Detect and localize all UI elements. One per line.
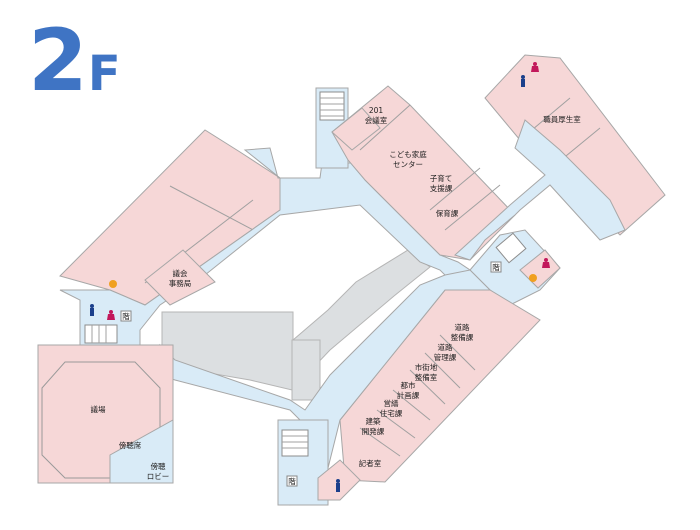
label-road-dev-2: 整備課 <box>451 332 474 342</box>
bottom-stairs <box>281 429 309 457</box>
lower-corridor <box>159 269 492 506</box>
label-conf-201-2: 会議室 <box>365 115 388 125</box>
stair-sign-icon: 階 <box>120 310 132 322</box>
label-council-office-2: 事務局 <box>169 278 192 288</box>
label-kosodate-1: 子育て <box>430 173 453 183</box>
stair-sign-icon-bottom: 階 <box>286 475 298 487</box>
label-hoiku: 保育課 <box>436 208 459 218</box>
council-office <box>144 249 216 306</box>
label-council-chamber: 議場 <box>91 404 106 414</box>
accessible-wc-icon <box>109 280 117 288</box>
female-wc-icon-right <box>542 258 550 268</box>
label-city-plan-2: 計画課 <box>397 390 420 400</box>
label-housing-1: 営繕 <box>384 398 399 408</box>
stair-sign-icon-right: 階 <box>490 261 502 273</box>
label-city-dev-2: 整備室 <box>415 372 438 382</box>
floor-number: 2 <box>28 11 88 111</box>
label-press-room: 記者室 <box>359 458 382 468</box>
label-gallery-lobby-2: ロビー <box>147 472 170 481</box>
label-housing-2: 住宅課 <box>380 408 403 418</box>
female-wc-icon-top-right <box>531 62 539 72</box>
label-conf-201-1: 201 <box>369 106 384 115</box>
male-wc-icon-top-right <box>521 75 525 87</box>
female-wc-icon <box>107 310 115 320</box>
label-road-mgmt-2: 管理課 <box>434 352 457 362</box>
label-kosodate-2: 支援課 <box>430 183 453 193</box>
floor-label: 2F <box>28 18 121 104</box>
right-stairs <box>495 232 527 264</box>
conf-201 <box>331 107 381 151</box>
label-road-mgmt-1: 道路 <box>438 342 453 352</box>
accessible-wc-icon-right <box>529 274 537 282</box>
svg-text:階: 階 <box>288 476 296 486</box>
label-building-1: 建築 <box>366 416 381 426</box>
label-city-dev-1: 市街地 <box>415 362 438 372</box>
label-staff-welfare: 職員厚生室 <box>543 114 581 124</box>
right-connector <box>454 119 626 261</box>
male-wc-icon-bottom <box>336 479 340 492</box>
svg-text:階: 階 <box>122 311 130 321</box>
label-kodomo-2: センター <box>393 160 423 169</box>
label-city-plan-1: 都市 <box>401 380 416 390</box>
label-kodomo-1: こども家庭 <box>389 149 427 159</box>
atrium-void-2 <box>291 339 321 401</box>
label-road-dev-1: 道路 <box>455 322 470 332</box>
label-gallery-lobby-1: 傍聴 <box>151 461 166 471</box>
lower-right-wing <box>339 289 541 483</box>
label-council-office-1: 議会 <box>173 268 188 278</box>
male-wc-icon <box>90 304 94 316</box>
label-gallery: 傍聴席 <box>119 440 142 450</box>
svg-text:階: 階 <box>492 262 500 272</box>
left-stairs <box>84 324 118 344</box>
floor-unit: F <box>87 46 121 102</box>
top-stairs <box>319 91 345 121</box>
gallery-lobby <box>109 419 174 484</box>
label-building-2: 開発課 <box>362 426 385 436</box>
